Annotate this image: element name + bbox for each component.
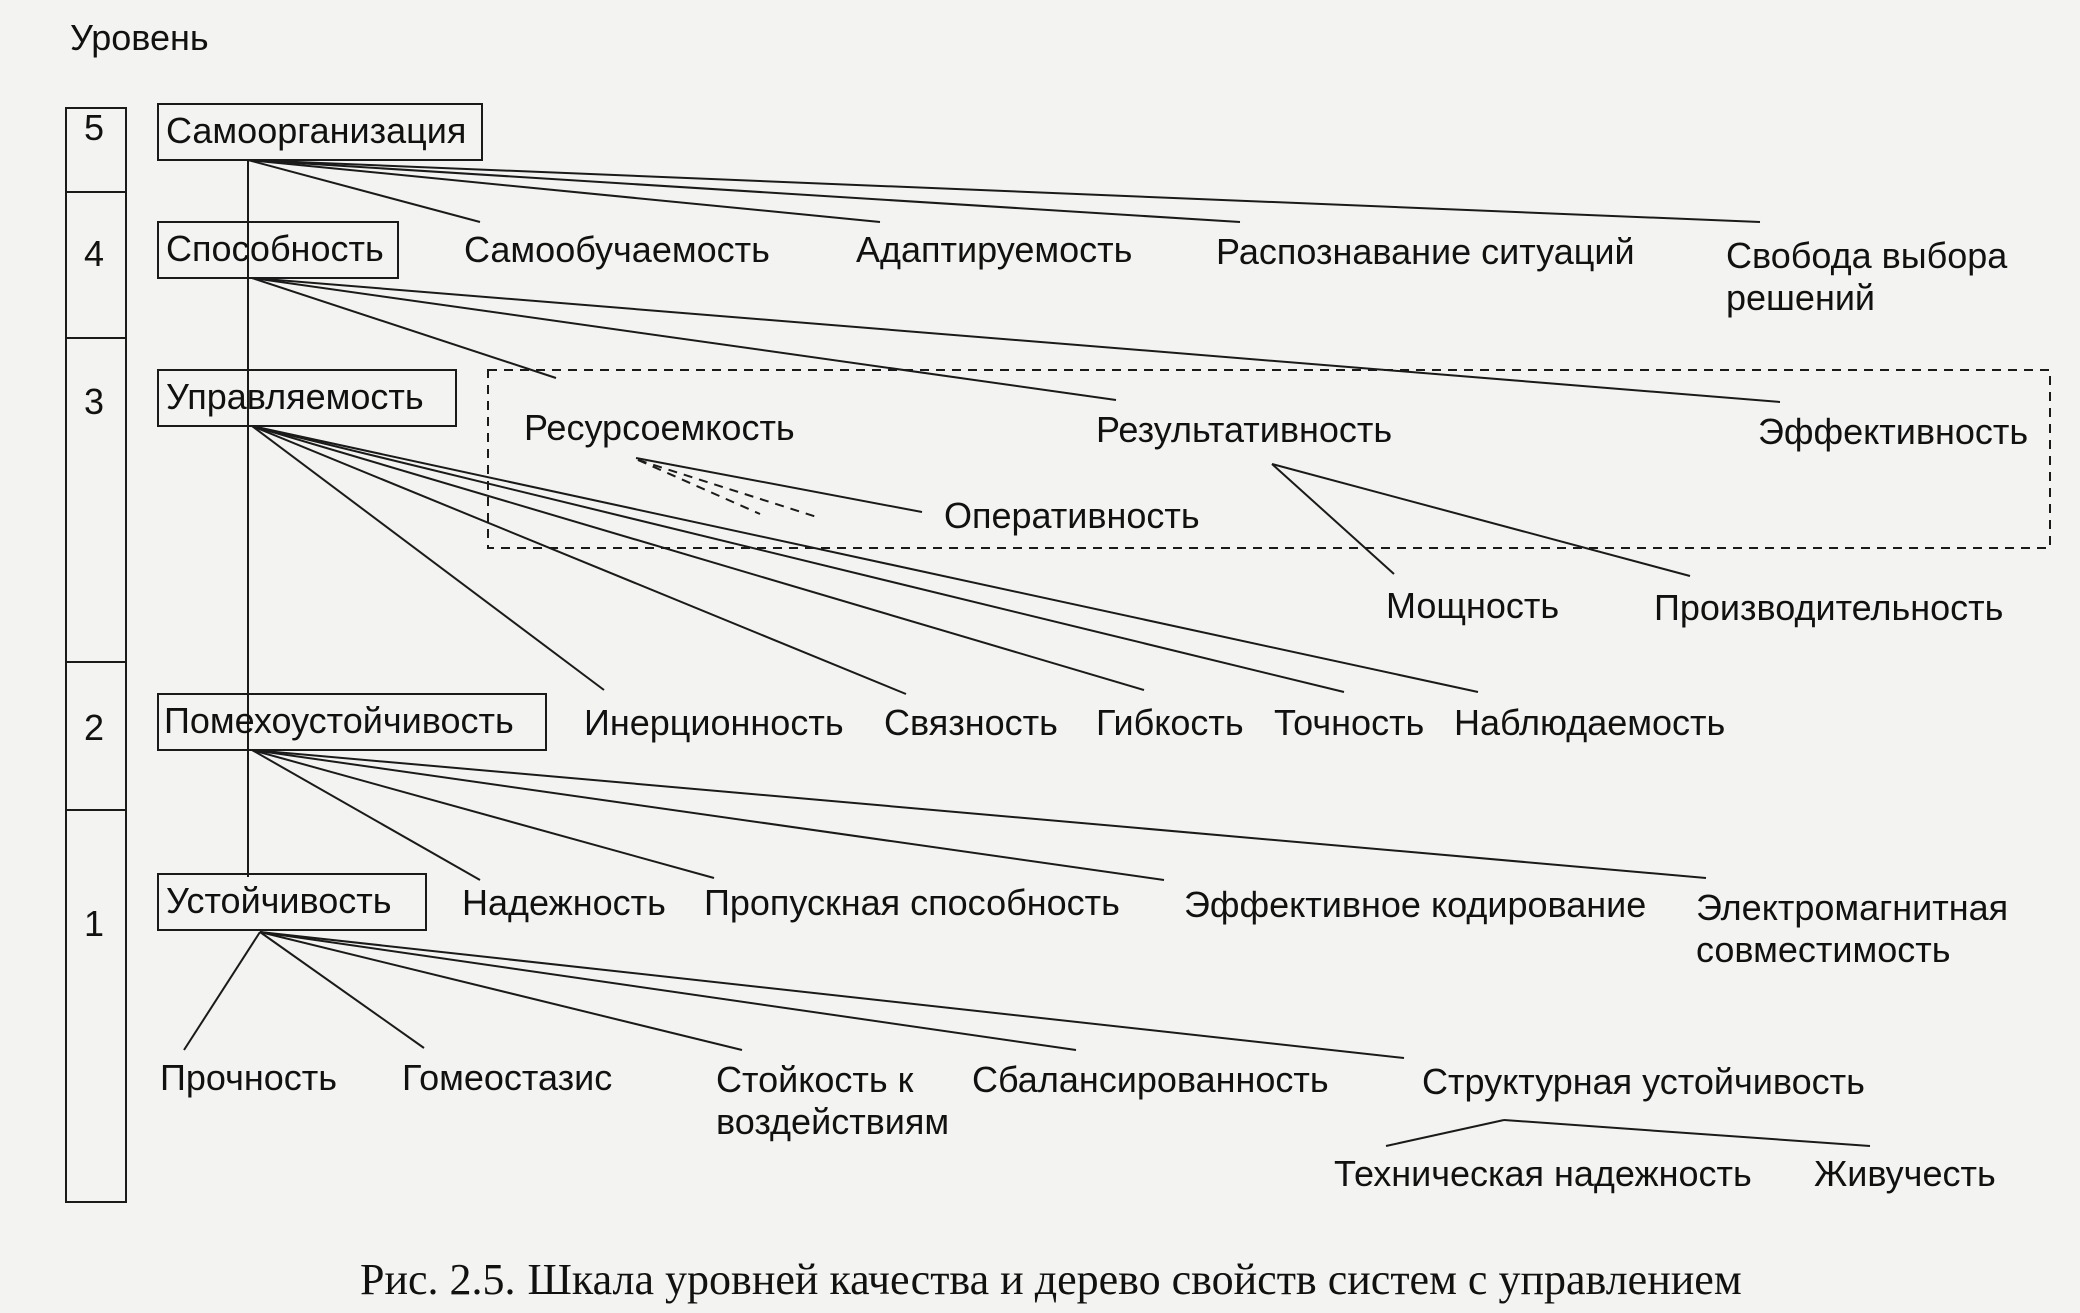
scale-title: Уровень — [70, 17, 209, 58]
property-inertia: Инерционность — [584, 702, 844, 743]
dashed-group-frame — [487, 369, 2051, 549]
edge — [251, 749, 1165, 881]
edges-level-1 — [183, 931, 1871, 1147]
property-throughput: Пропускная способность — [704, 882, 1120, 923]
edge — [259, 931, 425, 1049]
edge — [259, 931, 1405, 1059]
level-2-box — [157, 693, 547, 751]
caption-text: Шкала уровней качества и дерево свойств … — [528, 1255, 1742, 1304]
edge — [259, 931, 1077, 1051]
edge-dashed — [637, 459, 821, 519]
edge — [251, 425, 907, 695]
edge — [1503, 1119, 1871, 1147]
edge — [247, 159, 1241, 223]
edge — [251, 425, 605, 691]
property-accuracy: Точность — [1274, 702, 1424, 743]
edge-dashed — [637, 459, 761, 515]
property-labels: Самообучаемость Адаптируемость Распознав… — [160, 229, 2028, 1194]
edges-level-5 — [247, 159, 1761, 223]
level-number-2: 2 — [84, 707, 104, 748]
level-5-label: Самоорганизация — [166, 110, 466, 151]
property-freedom-of-choice-line-1: Свобода выбора — [1726, 235, 2008, 276]
property-structural-stability: Структурная устойчивость — [1422, 1061, 1865, 1102]
edge — [183, 931, 261, 1051]
edge — [251, 425, 1479, 693]
level-5-box — [157, 103, 483, 161]
edge — [247, 159, 881, 223]
property-strength: Прочность — [160, 1057, 337, 1098]
property-promptness: Оперативность — [944, 495, 1200, 536]
property-resource-intensity: Ресурсоемкость — [524, 407, 795, 448]
scale-frame — [65, 107, 127, 1203]
level-4-box — [157, 221, 399, 279]
level-number-5: 5 — [84, 107, 104, 148]
property-efficient-coding: Эффективное кодирование — [1184, 884, 1646, 925]
edge — [251, 749, 1707, 879]
edge — [1385, 1119, 1505, 1147]
level-number-3: 3 — [84, 381, 104, 422]
level-2-node: Помехоустойчивость — [157, 693, 547, 751]
property-situation-recognition: Распознавание ситуаций — [1216, 231, 1635, 272]
level-5-node: Самоорганизация — [157, 103, 483, 161]
property-power: Мощность — [1386, 585, 1559, 626]
property-self-learning: Самообучаемость — [464, 229, 770, 270]
level-number-1: 1 — [84, 903, 104, 944]
edge — [1271, 463, 1691, 577]
level-number-4: 4 — [84, 233, 104, 274]
edge — [251, 749, 481, 881]
edge — [247, 159, 1761, 223]
property-observability: Наблюдаемость — [1454, 702, 1725, 743]
level-1-label: Устойчивость — [166, 880, 392, 921]
property-emc-line-1: Электромагнитная — [1696, 887, 2008, 928]
level-3-label: Управляемость — [166, 376, 424, 417]
level-4-node: Способность — [157, 221, 399, 279]
edge — [259, 931, 743, 1051]
property-emc-line-2: совместимость — [1696, 929, 1951, 970]
edge — [251, 277, 557, 379]
edge — [251, 425, 1145, 691]
property-connectivity: Связность — [884, 702, 1058, 743]
property-flexibility: Гибкость — [1096, 702, 1244, 743]
edge — [251, 425, 1345, 693]
property-adaptability: Адаптируемость — [856, 229, 1132, 270]
edges-level-4 — [251, 277, 1781, 403]
edge — [1271, 463, 1395, 575]
edges-level-3 — [251, 425, 1479, 695]
level-3-node: Управляемость — [157, 369, 457, 427]
level-4-label: Способность — [166, 228, 384, 269]
edge — [247, 159, 481, 223]
edges-level-2 — [251, 749, 1707, 881]
level-1-box — [157, 873, 427, 931]
edges-dashed — [635, 457, 1691, 577]
level-scale: 5 4 3 2 1 — [65, 107, 127, 1203]
figure-caption: Рис. 2.5.Шкала уровней качества и дерево… — [360, 1255, 1742, 1304]
caption-number: Рис. 2.5. — [360, 1255, 516, 1304]
edge — [251, 749, 715, 879]
property-resistance-line-1: Стойкость к — [716, 1059, 914, 1100]
level-3-box — [157, 369, 457, 427]
level-2-label: Помехоустойчивость — [164, 700, 514, 741]
property-homeostasis: Гомеостазис — [402, 1057, 612, 1098]
property-balance: Сбалансированность — [972, 1059, 1329, 1100]
property-productivity: Производительность — [1654, 587, 2003, 628]
property-technical-reliability: Техническая надежность — [1334, 1153, 1752, 1194]
property-effectiveness: Результативность — [1096, 409, 1392, 450]
property-survivability: Живучесть — [1814, 1153, 1996, 1194]
property-freedom-of-choice-line-2: решений — [1726, 277, 1875, 318]
property-resistance-line-2: воздействиям — [716, 1101, 949, 1142]
property-reliability: Надежность — [462, 882, 666, 923]
edge — [251, 277, 1117, 401]
edge — [251, 277, 1781, 403]
edge — [635, 457, 923, 513]
property-efficiency: Эффективность — [1758, 411, 2028, 452]
level-1-node: Устойчивость — [157, 873, 427, 931]
